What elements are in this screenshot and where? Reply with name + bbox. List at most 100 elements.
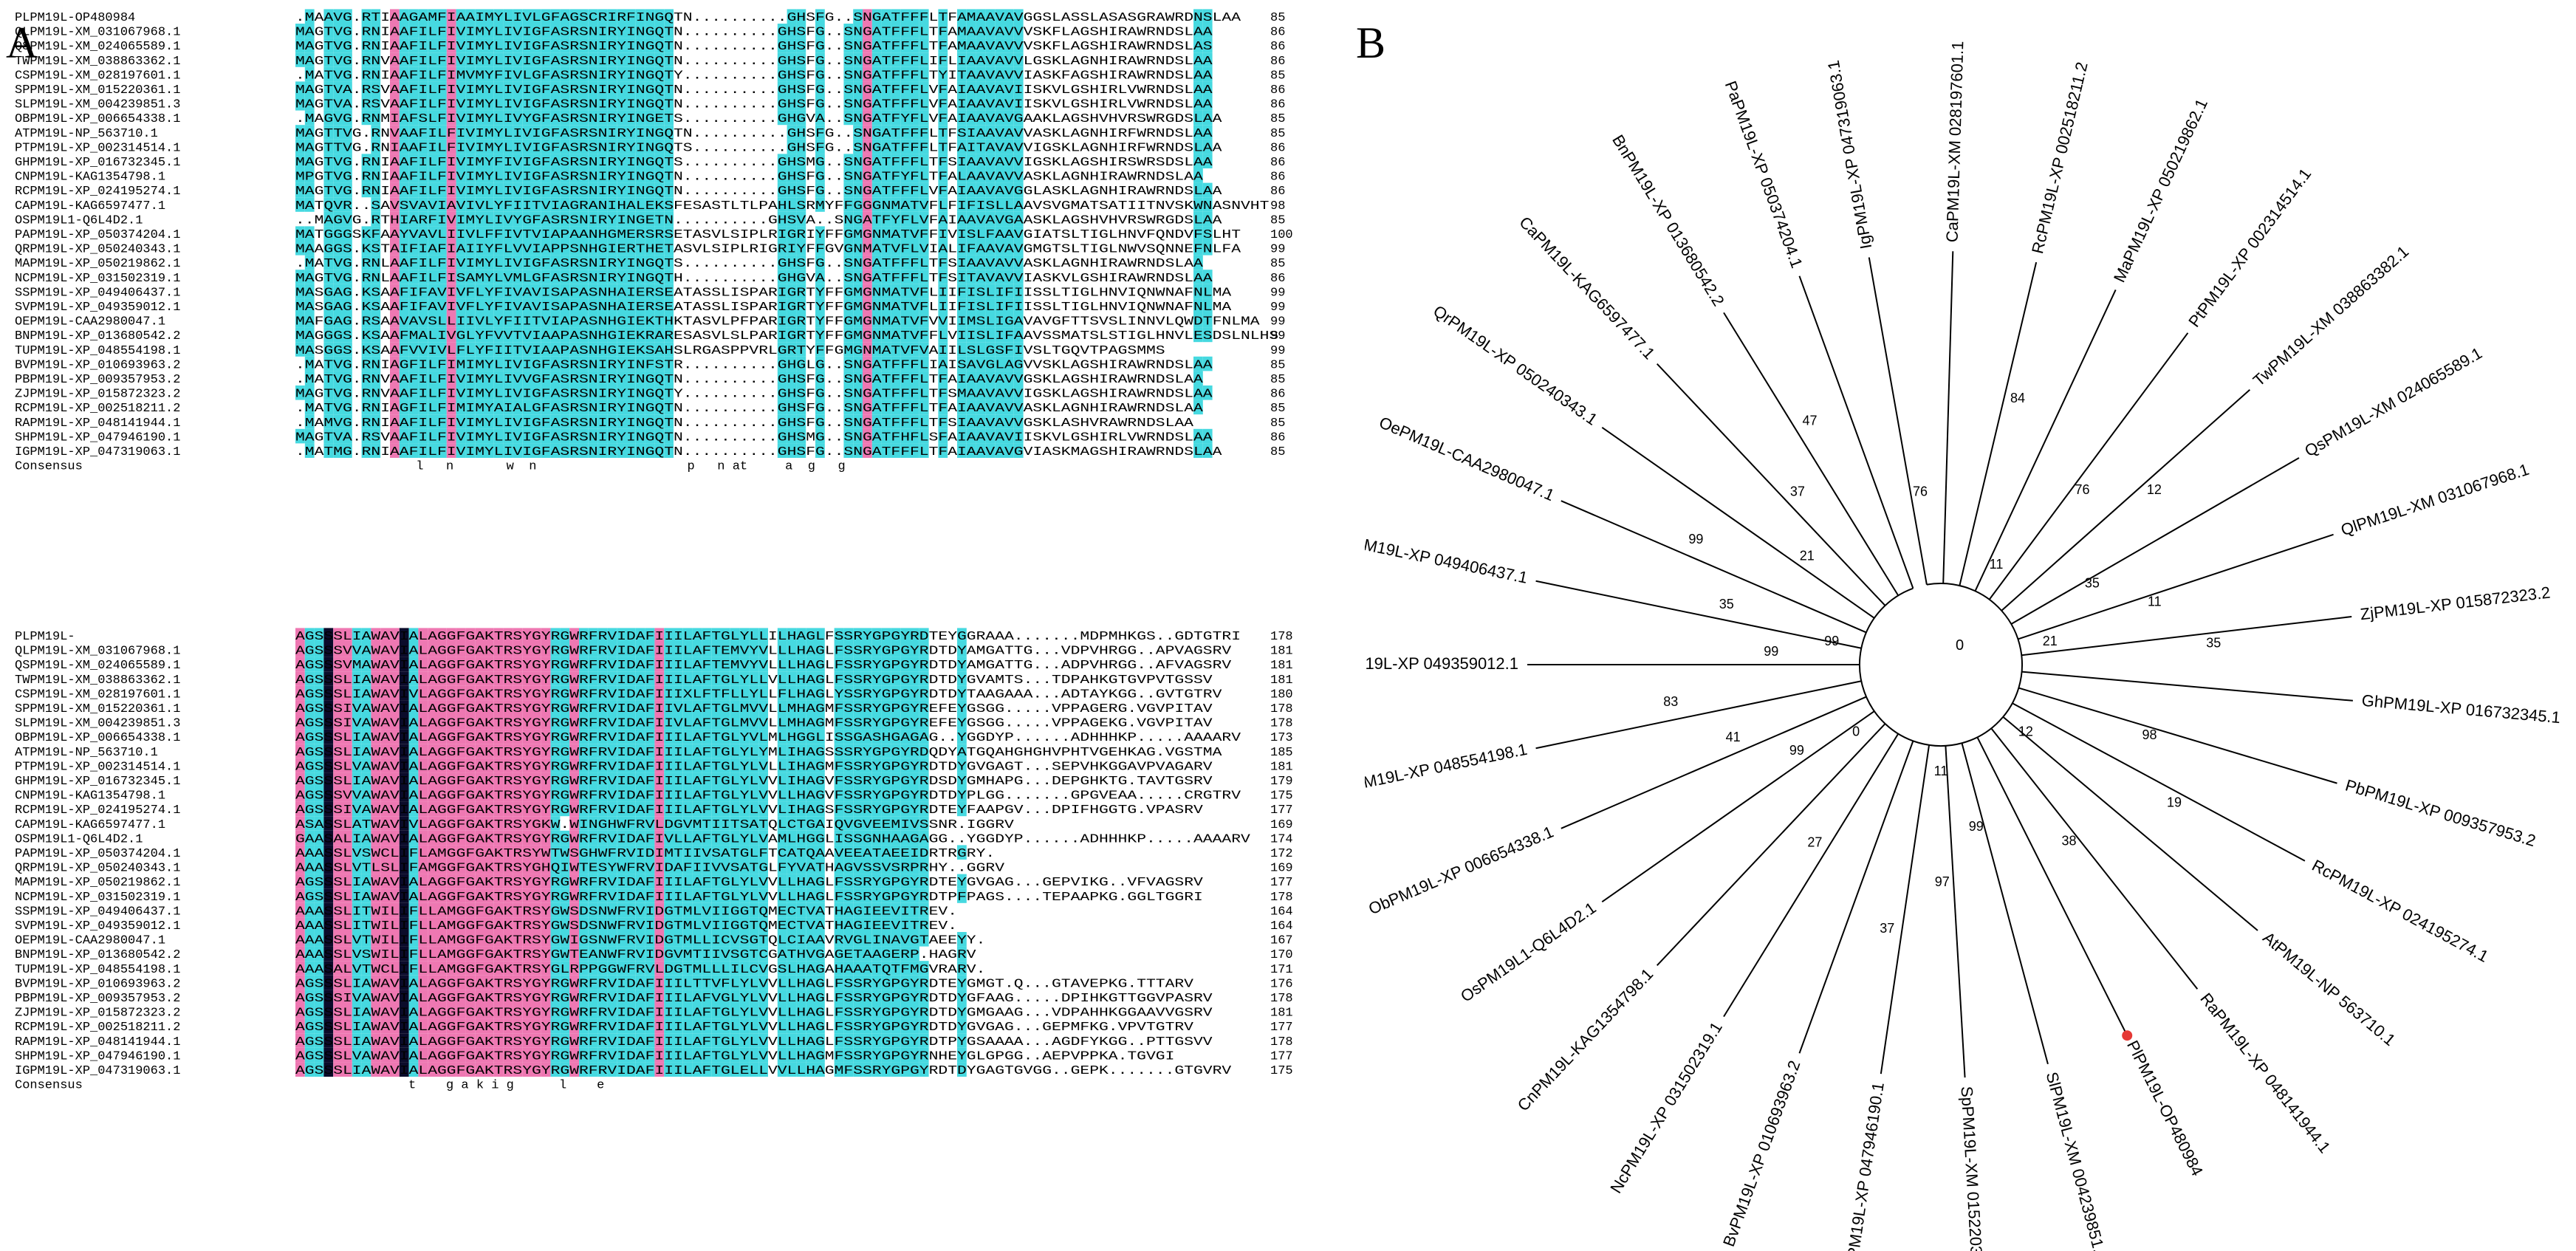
residue-shade	[418, 226, 428, 241]
residue-shade	[428, 313, 437, 328]
residue-shade	[304, 9, 315, 24]
residue-shade	[371, 66, 381, 82]
sequence-name: NCPM19L-XP_031502319.1	[15, 272, 180, 286]
residue-shade	[522, 66, 532, 82]
residue-shade	[446, 81, 456, 96]
residue-shade	[475, 168, 484, 183]
bootstrap-value: 99	[1789, 743, 1804, 758]
sequence-residues: AGSSSVMAWAVIALAGGFGAKTRSYGYRGWRFRVIDAFII…	[295, 659, 1232, 673]
residue-shade	[626, 255, 636, 270]
residue-shade	[503, 385, 513, 400]
residue-shade	[796, 197, 806, 212]
panel-a-letter: A	[6, 18, 38, 67]
residue-shade	[408, 154, 419, 168]
residue-shade	[796, 342, 806, 357]
residue-shade	[664, 270, 674, 284]
residue-shade	[456, 327, 466, 343]
residue-shade	[343, 154, 352, 168]
residue-shade	[645, 139, 655, 154]
residue-shade	[787, 327, 797, 343]
residue-shade	[777, 400, 787, 415]
residue-shade	[475, 125, 484, 140]
residue-shade	[304, 154, 315, 168]
residue-shade	[796, 9, 806, 24]
residue-shade	[465, 298, 476, 313]
internal-node-label: 11	[1990, 557, 2004, 572]
residue-shade	[654, 81, 665, 96]
residue-shade	[493, 197, 504, 212]
residue-shade	[408, 24, 419, 38]
sequence-name: PLPM19L-OP480984	[15, 11, 135, 25]
residue-shade	[446, 270, 456, 284]
residue-shade	[617, 96, 626, 111]
residue-shade	[560, 81, 570, 96]
sequence-residues: MATQVR..SAVSVAVIAVIVLYFIITVIAGRANIHALEKS…	[295, 199, 1269, 213]
residue-shade	[815, 154, 825, 168]
residue-shade	[654, 342, 665, 357]
residue-shade	[607, 9, 617, 24]
residue-shade	[626, 211, 636, 227]
sequence-name: SVPM19L-XP_049359012.1	[15, 301, 180, 315]
residue-shade	[607, 38, 617, 53]
residue-shade	[843, 182, 854, 198]
residue-shade	[503, 298, 513, 313]
residue-shade	[493, 211, 504, 227]
residue-shade	[532, 24, 541, 38]
residue-shade	[446, 443, 456, 458]
residue-shade	[532, 66, 541, 82]
sequence-position: 86	[1270, 98, 1285, 112]
residue-shade	[522, 385, 532, 400]
residue-shade	[664, 371, 674, 385]
residue-shade	[645, 371, 655, 385]
residue-shade	[815, 255, 825, 270]
residue-shade	[645, 313, 655, 328]
sequence-position: 86	[1270, 388, 1285, 402]
residue-shade	[323, 385, 334, 400]
residue-shade	[399, 356, 409, 371]
residue-shade	[569, 400, 579, 415]
residue-shade	[418, 38, 428, 53]
leaf-label: PlPM19L-OP480984	[2123, 1038, 2207, 1179]
residue-shade	[371, 197, 381, 212]
residue-shade	[343, 81, 352, 96]
residue-shade	[465, 385, 476, 400]
residue-shade	[645, 197, 655, 212]
residue-shade	[493, 414, 504, 429]
leaf-label: QsPM19L-XM 024065589.1	[2301, 343, 2485, 460]
residue-shade	[569, 298, 579, 313]
residue-shade	[408, 66, 419, 82]
residue-shade	[304, 66, 315, 82]
sequence-name: OSPM19L1-Q6L4D2.1	[15, 213, 143, 227]
residue-shade	[569, 110, 579, 126]
residue-shade	[532, 96, 541, 111]
residue-shade	[541, 110, 551, 126]
residue-shade	[607, 241, 617, 256]
residue-shade	[475, 211, 484, 227]
residue-shade	[645, 66, 655, 82]
residue-shade	[853, 24, 863, 38]
residue-shade	[465, 356, 476, 371]
residue-shade	[645, 255, 655, 270]
residue-shade	[550, 342, 561, 357]
residue-shade	[843, 400, 854, 415]
residue-shade	[513, 52, 523, 67]
residue-shade	[541, 443, 551, 458]
residue-shade	[465, 110, 476, 126]
residue-shade	[484, 428, 494, 444]
residue-shade	[503, 414, 513, 429]
residue-shade	[569, 226, 579, 241]
residue-shade	[493, 298, 504, 313]
residue-shade	[541, 255, 551, 270]
residue-shade	[295, 342, 305, 357]
residue-shade	[853, 226, 863, 241]
residue-shade	[522, 255, 532, 270]
residue-shade	[796, 327, 806, 343]
panel-b-letter: B	[1356, 18, 1386, 67]
residue-shade	[853, 400, 863, 415]
residue-shade	[475, 52, 484, 67]
tree-branch	[1798, 741, 1914, 1054]
residue-shade	[607, 139, 617, 154]
